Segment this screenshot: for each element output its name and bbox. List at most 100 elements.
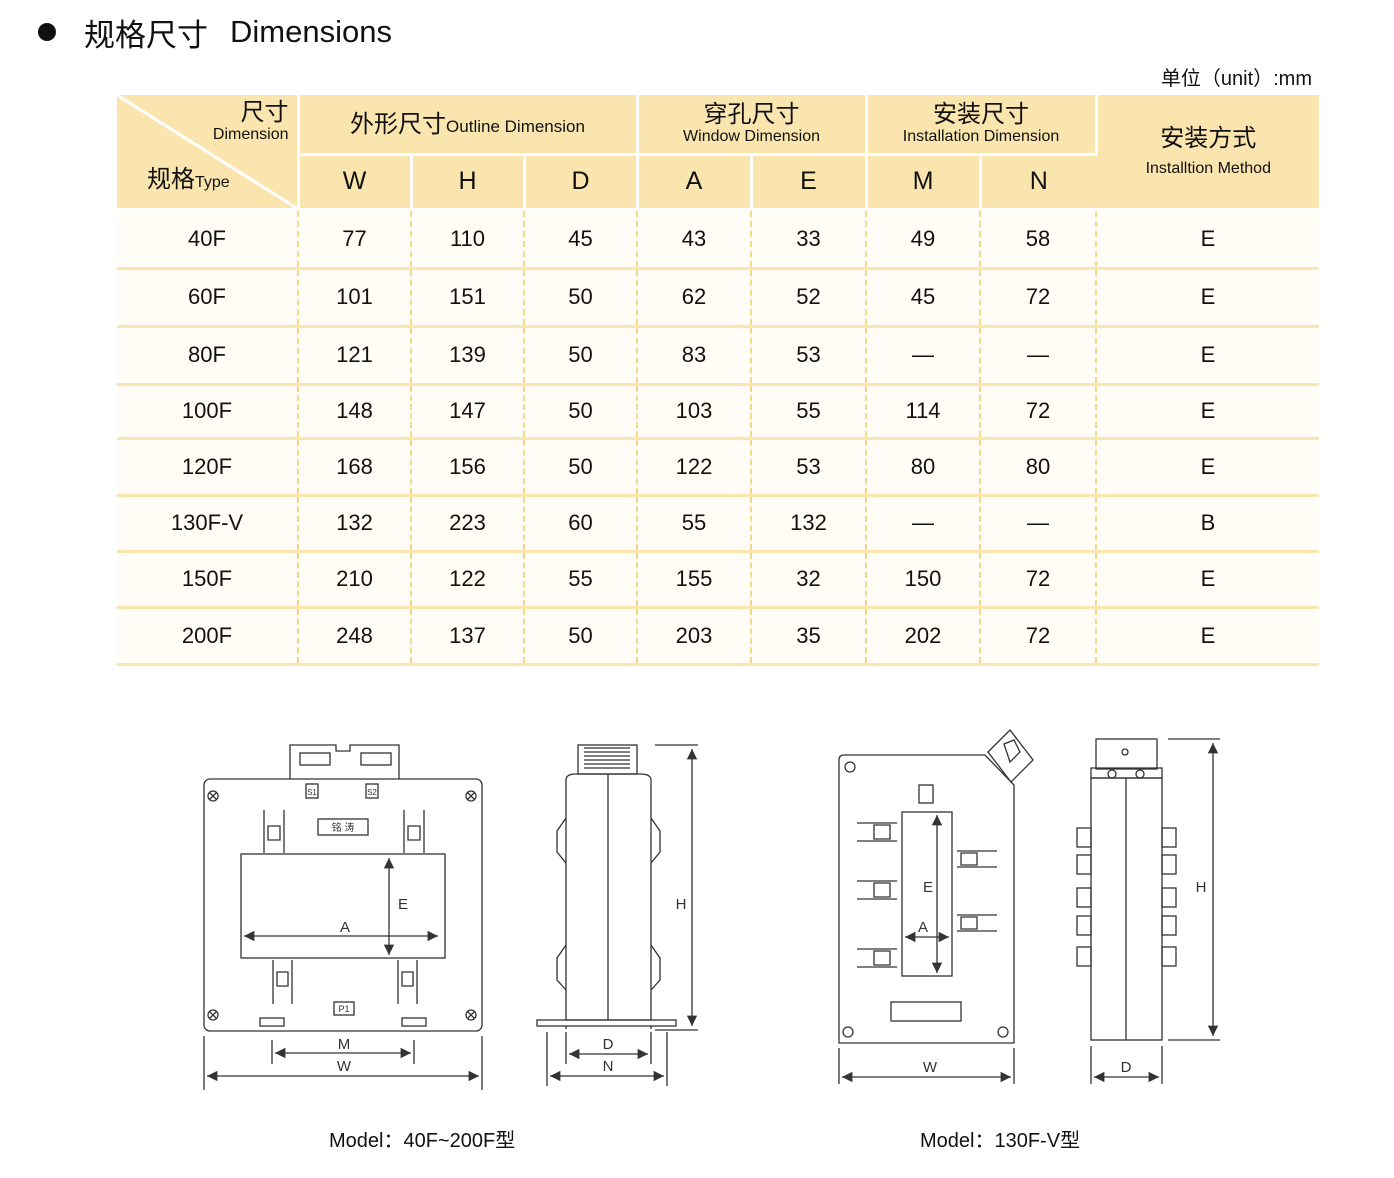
side-terminals-130f [1076, 827, 1177, 967]
cell-a: 155 [637, 551, 753, 609]
dim-h-label-130f: H [1196, 879, 1207, 896]
terminal-p1-label: P1 [338, 1004, 349, 1014]
caption-left-en: Model：40F~200F [329, 1130, 496, 1152]
cell-w: 210 [298, 551, 412, 609]
corner-dimension-en: Dimension [212, 126, 289, 143]
col-header-m: M [866, 154, 982, 211]
title-zh: 规格尺寸 [84, 17, 208, 54]
terminal-s1-label: S1 [307, 788, 317, 797]
cell-m: 150 [866, 551, 982, 609]
dimensions-table: 尺寸 Dimension 规格Type 外形尺寸Outline Dimensio… [117, 95, 1320, 666]
table-row: 40F 77 110 45 43 33 49 58 E [117, 209, 1320, 270]
cell-h: 151 [411, 268, 525, 328]
drawing-130f-v: E A W [838, 729, 1220, 1084]
screw-icon [207, 790, 477, 1021]
cell-method: B [1096, 495, 1320, 553]
cell-w: 148 [298, 384, 412, 440]
group-method-en: Installtion Method [1145, 159, 1271, 177]
cell-h: 110 [411, 209, 525, 270]
cell-d: 50 [524, 268, 639, 328]
cell-h: 223 [411, 495, 525, 553]
caption-130f-v: Model：130F-V型 [920, 1124, 1080, 1153]
cell-n: 58 [980, 209, 1098, 270]
cell-w: 121 [298, 326, 412, 386]
group-method-zh: 安装方式 [1160, 123, 1257, 152]
group-window-zh: 穿孔尺寸 [703, 100, 800, 129]
cell-e: 33 [751, 209, 868, 270]
cell-type: 100F [117, 384, 299, 440]
cell-n: 72 [980, 607, 1098, 666]
cell-type: 150F [117, 551, 299, 609]
table-row: 200F 248 137 50 203 35 202 72 E [117, 607, 1320, 666]
cell-e: 32 [751, 551, 868, 609]
unit-zh: 单位 [1160, 66, 1201, 90]
page-title: 规格尺寸 Dimensions [38, 10, 392, 54]
terminal-s2-label: S2 [367, 788, 377, 797]
group-installation-zh: 安装尺寸 [933, 100, 1030, 129]
col-header-n: N [980, 154, 1097, 211]
cell-type: 80F [117, 326, 299, 386]
caption-right-en: Model：130F-V [920, 1130, 1061, 1152]
col-header-a: A [637, 154, 753, 211]
dim-w-label-130f: W [923, 1059, 938, 1076]
cell-method: E [1096, 551, 1320, 609]
group-outline: 外形尺寸Outline Dimension [298, 95, 639, 156]
cell-method: E [1096, 438, 1320, 497]
dim-w-label: W [337, 1058, 352, 1075]
unit-note: 单位（unit）:mm [1161, 62, 1312, 91]
cell-type: 120F [117, 438, 299, 497]
cell-w: 248 [298, 607, 412, 666]
cell-e: 132 [751, 495, 868, 553]
dim-e-label-130f: E [923, 879, 933, 896]
cell-m: — [866, 495, 982, 553]
corner-diagonal [117, 95, 298, 209]
caption-right-zh: 型 [1060, 1128, 1081, 1152]
cell-method: E [1096, 209, 1320, 270]
cell-a: 43 [637, 209, 753, 270]
mount-tab [987, 729, 1034, 783]
dim-m-label: M [338, 1036, 351, 1053]
dim-a-label: A [340, 919, 350, 936]
col-header-e: E [751, 154, 868, 211]
dim-e-label: E [398, 896, 408, 913]
cell-type: 200F [117, 607, 299, 666]
group-window-en: Window Dimension [683, 128, 820, 146]
cell-m: 114 [866, 384, 982, 440]
cell-type: 40F [117, 209, 299, 270]
cell-d: 50 [524, 607, 639, 666]
table-row: 100F 148 147 50 103 55 114 72 E [117, 384, 1320, 440]
drawing-40f-200f: S1 S2 铭 涛 A E P1 M W [203, 744, 698, 1090]
cell-n: — [980, 495, 1098, 553]
cell-m: 45 [866, 268, 982, 328]
cell-d: 45 [524, 209, 639, 270]
corner-type-en: Type [195, 173, 230, 191]
cell-n: — [980, 326, 1098, 386]
cell-h: 122 [411, 551, 525, 609]
unit-en: （unit）:mm [1200, 68, 1312, 90]
cell-method: E [1096, 326, 1320, 386]
corner-type: 规格Type [147, 166, 230, 192]
cell-h: 156 [411, 438, 525, 497]
cell-h: 147 [411, 384, 525, 440]
corner-type-zh: 规格 [147, 164, 195, 193]
corner-header: 尺寸 Dimension 规格Type [117, 95, 300, 211]
group-installation-en: Installation Dimension [902, 128, 1060, 146]
dim-n-label: N [603, 1058, 614, 1075]
cell-n: 72 [980, 384, 1098, 440]
col-header-d: D [524, 154, 639, 211]
group-outline-en: Outline Dimension [446, 116, 585, 136]
cell-w: 132 [298, 495, 412, 553]
table-row: 130F-V 132 223 60 55 132 — — B [117, 495, 1320, 553]
bullet-icon [38, 23, 56, 41]
cell-a: 103 [637, 384, 753, 440]
cell-d: 50 [524, 326, 639, 386]
cell-a: 122 [637, 438, 753, 497]
front-view: S1 S2 铭 涛 A E P1 M W [203, 744, 483, 1090]
caption-40f-200f: Model：40F~200F型 [329, 1124, 515, 1153]
col-header-w: W [298, 154, 413, 211]
corner-dimension-zh: 尺寸 [240, 98, 289, 126]
col-header-h: H [411, 154, 526, 211]
cell-d: 55 [524, 551, 639, 609]
side-view: H D N [536, 744, 698, 1086]
group-outline-zh: 外形尺寸 [350, 109, 447, 138]
